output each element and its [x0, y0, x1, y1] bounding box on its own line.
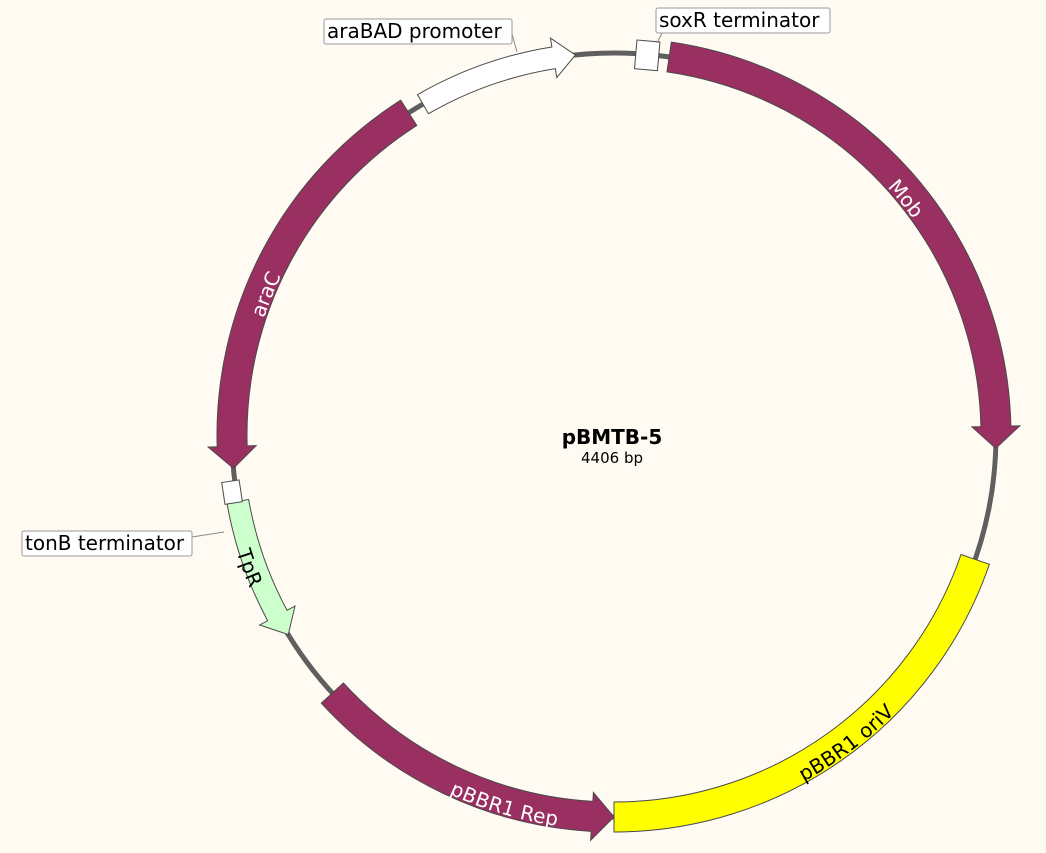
callout-soxr-label: soxR terminator	[659, 8, 820, 32]
callout-tonb-label: tonB terminator	[25, 531, 185, 555]
callout-tonb-leader	[191, 531, 225, 538]
feature-soxr-mark[interactable]	[633, 39, 661, 72]
feature-oriv-arrow[interactable]	[613, 553, 991, 833]
callout-arabad-box	[323, 18, 513, 45]
feature-rep-arrow[interactable]	[320, 682, 615, 842]
feature-mob-arrow[interactable]	[666, 41, 1022, 450]
callout-layer: araBAD promoter soxR terminator tonB termi…	[21, 7, 831, 557]
feature-arabad-arrow[interactable]	[416, 36, 577, 115]
feature-arac-arrow[interactable]	[206, 99, 418, 469]
feature-tonb-mark[interactable]	[221, 479, 243, 505]
callout-soxr-leader	[656, 32, 663, 44]
feature-oriv-label: pBBR1 oriV	[794, 699, 898, 786]
callout-arabad-leader	[511, 33, 518, 53]
feature-tpr-arrow[interactable]	[226, 498, 296, 636]
callout-tonb-box	[21, 530, 193, 557]
callout-soxr-box	[655, 7, 831, 34]
callout-arabad-label: araBAD promoter	[327, 19, 502, 43]
plasmid-size: 4406 bp	[581, 449, 643, 467]
plasmid-name: pBMTB-5	[562, 425, 663, 449]
